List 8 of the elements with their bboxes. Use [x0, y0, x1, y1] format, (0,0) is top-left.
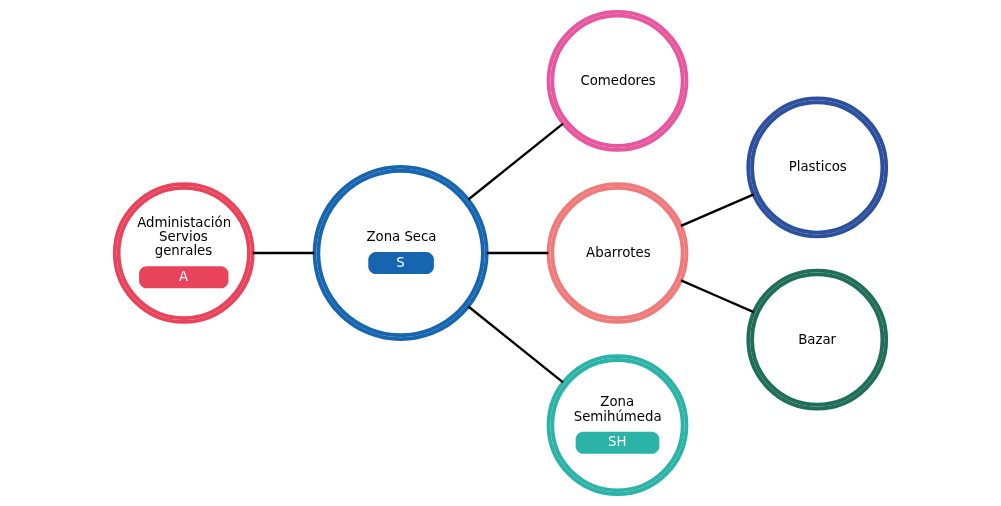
node-circle: Bazar	[746, 268, 889, 411]
connector	[680, 193, 755, 227]
connector	[467, 122, 564, 201]
connector	[252, 251, 315, 255]
node-circle: Plasticos	[746, 96, 889, 239]
connector	[486, 251, 549, 255]
connector	[467, 305, 564, 384]
connector	[680, 279, 755, 314]
